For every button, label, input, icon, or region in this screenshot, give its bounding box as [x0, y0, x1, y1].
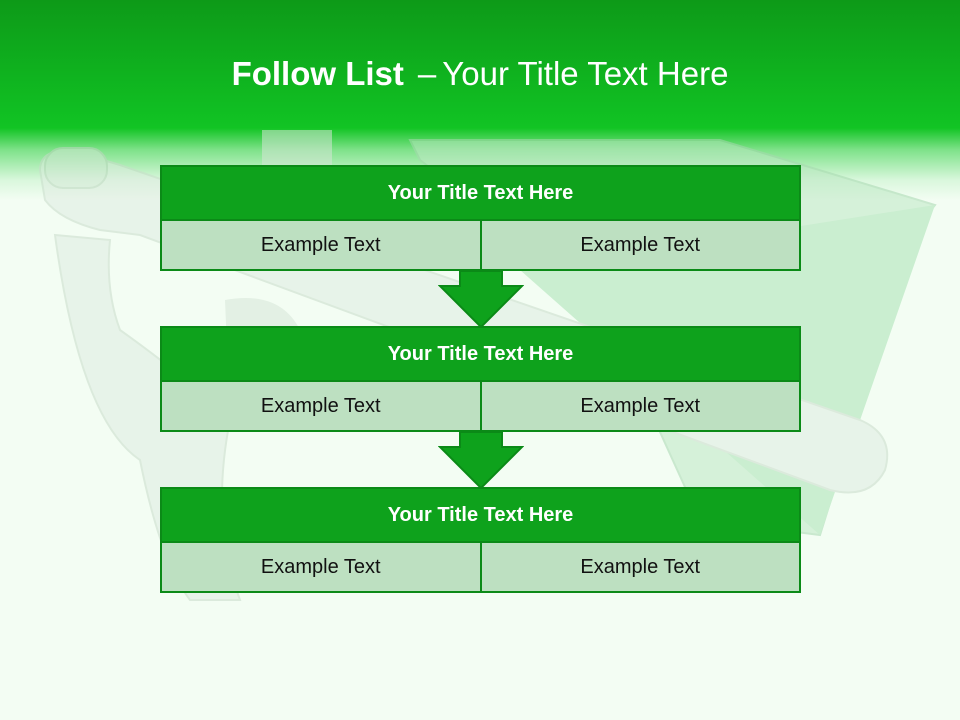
step-block-title: Your Title Text Here: [160, 487, 801, 543]
step-cell-right: Example Text: [479, 382, 801, 432]
step-block-1: Your Title Text Here Example Text Exampl…: [160, 165, 801, 271]
step-cell-right: Example Text: [479, 543, 801, 593]
step-block-cells: Example Text Example Text: [160, 221, 801, 271]
step-block-3: Your Title Text Here Example Text Exampl…: [160, 487, 801, 593]
step-block-title: Your Title Text Here: [160, 165, 801, 221]
slide-title-rest: Your Title Text Here: [442, 55, 729, 92]
step-cell-left: Example Text: [160, 221, 480, 271]
step-cell-left: Example Text: [160, 382, 480, 432]
step-cell-right: Example Text: [479, 221, 801, 271]
slide-title-bold: Follow List: [231, 55, 404, 92]
step-cell-left: Example Text: [160, 543, 480, 593]
step-block-2: Your Title Text Here Example Text Exampl…: [160, 326, 801, 432]
down-arrow-icon: [438, 431, 524, 489]
down-arrow-icon: [438, 270, 524, 328]
step-block-title: Your Title Text Here: [160, 326, 801, 382]
slide-title-dash: –: [417, 55, 437, 92]
step-block-cells: Example Text Example Text: [160, 382, 801, 432]
step-block-cells: Example Text Example Text: [160, 543, 801, 593]
slide-title: Follow List–Your Title Text Here: [0, 55, 960, 93]
